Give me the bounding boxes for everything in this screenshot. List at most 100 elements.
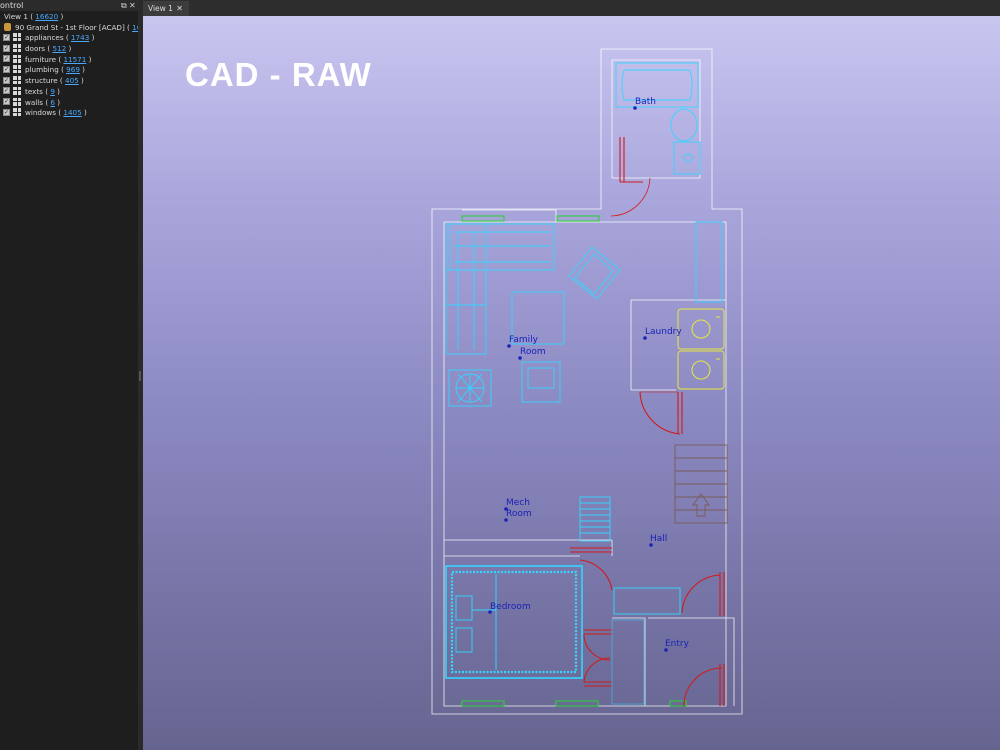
bathtub — [615, 62, 699, 108]
layer-label: windows — [25, 108, 57, 118]
chair — [521, 361, 561, 403]
layer-row-windows[interactable]: ✓windows ( 1405 ) — [3, 108, 87, 118]
layer-checkbox[interactable]: ✓ — [3, 98, 10, 105]
bed-frame — [445, 565, 583, 679]
toilet — [670, 108, 698, 142]
layer-icon — [13, 76, 21, 85]
plant-table — [448, 369, 492, 407]
count-link[interactable]: 512 — [52, 44, 67, 54]
layer-icon — [13, 108, 21, 117]
room-label-bath: Bath — [635, 97, 656, 107]
room-label-mech-2: Room — [506, 509, 532, 519]
room-label-hall: Hall — [650, 534, 668, 544]
layer-row-plumbing[interactable]: ✓plumbing ( 969 ) — [3, 65, 85, 75]
layer-label: walls — [25, 97, 44, 107]
room-label-family-1: Family — [509, 335, 538, 345]
stair-treads — [675, 457, 727, 511]
count-link[interactable]: 6 — [50, 97, 55, 107]
layer-row-texts[interactable]: ✓texts ( 9 ) — [3, 86, 60, 96]
close-tab-icon[interactable]: ✕ — [176, 4, 183, 13]
dryer — [677, 350, 725, 390]
room-label-bedroom: Bedroom — [490, 602, 531, 612]
splitter-grip[interactable] — [139, 371, 141, 381]
count-link[interactable]: 969 — [66, 65, 80, 75]
tree-item-label: View 1 — [4, 12, 28, 21]
layer-row-walls[interactable]: ✓walls ( 6 ) — [3, 97, 61, 107]
cabinet — [695, 221, 723, 303]
entry-wall — [444, 555, 735, 706]
pillow — [455, 595, 473, 621]
layer-row-structure[interactable]: ✓structure ( 405 ) — [3, 76, 84, 86]
pillow — [455, 627, 473, 653]
layer-row-doors[interactable]: ✓doors ( 512 ) — [3, 44, 72, 54]
count-link[interactable]: 1743 — [70, 33, 90, 43]
layer-row-appliances[interactable]: ✓appliances ( 1743 ) — [3, 33, 95, 43]
top-wall-detail — [462, 209, 557, 222]
panel-title: ontrol — [0, 1, 24, 10]
room-label-family-2: Room — [520, 347, 546, 357]
doors-layer — [570, 137, 725, 707]
panel-splitter[interactable] — [138, 0, 143, 750]
armchair — [568, 246, 621, 300]
layer-row-furniture[interactable]: ✓furniture ( 11571 ) — [3, 54, 92, 64]
tab-bar: View 1 ✕ — [143, 0, 1000, 16]
count-link[interactable]: 9 — [50, 86, 55, 96]
layer-checkbox[interactable]: ✓ — [3, 87, 10, 95]
layer-checkbox[interactable]: ✓ — [3, 55, 10, 63]
layer-label: texts — [25, 86, 43, 96]
layer-checkbox[interactable]: ✓ — [3, 76, 10, 84]
layer-icon — [13, 33, 21, 42]
room-label-laundry: Laundry — [645, 327, 682, 337]
windows-layer — [461, 215, 687, 707]
layer-icon — [13, 65, 21, 74]
count-link[interactable]: 405 — [65, 76, 79, 86]
layer-icon — [13, 86, 21, 95]
panel-header: ontrol ⧉ ✕ — [0, 0, 138, 11]
inner-wall — [443, 221, 727, 707]
floor-plan-drawing — [431, 48, 743, 715]
count-link[interactable]: 16620 — [35, 12, 59, 21]
sofa-back — [449, 223, 555, 271]
layer-icon — [13, 44, 21, 53]
layer-checkbox[interactable]: ✓ — [3, 44, 10, 52]
appliances-layer — [677, 308, 725, 390]
console-table — [613, 587, 681, 615]
count-link[interactable]: 11571 — [63, 54, 87, 64]
close-panel-icon[interactable]: ✕ — [129, 1, 136, 10]
bath-wall — [611, 59, 701, 179]
count-link[interactable]: 1405 — [63, 108, 82, 118]
database-icon — [4, 22, 11, 31]
tree-item-view[interactable]: View 1 ( 16620 ) — [4, 12, 64, 21]
room-label-mech-1: Mech — [506, 498, 530, 508]
layer-label: appliances — [25, 33, 64, 43]
radiator — [579, 496, 611, 542]
layer-label: furniture — [25, 54, 57, 64]
walls-layer — [431, 48, 743, 715]
layer-label: structure — [25, 76, 58, 86]
layer-label: plumbing — [25, 65, 59, 75]
layer-checkbox[interactable]: ✓ — [3, 108, 10, 116]
room-label-entry: Entry — [665, 639, 689, 649]
view-title: CAD - RAW — [185, 56, 372, 93]
3d-viewport[interactable]: CAD - RAW — [143, 16, 1000, 750]
sofa-side — [445, 223, 487, 355]
outer-wall — [431, 48, 743, 715]
layer-checkbox[interactable]: ✓ — [3, 65, 10, 73]
tab-view-1[interactable]: View 1 ✕ — [143, 1, 189, 16]
furniture-layer — [445, 62, 723, 705]
tab-label: View 1 — [148, 4, 173, 13]
scene-control-panel: ontrol ⧉ ✕ View 1 ( 16620 ) 90 Grand St … — [0, 0, 155, 750]
layer-icon — [13, 97, 21, 106]
tree-item-label: 90 Grand St - 1st Floor [ACAD] — [15, 22, 125, 32]
sink — [673, 141, 701, 175]
structure-layer — [674, 444, 728, 524]
tree-item-source[interactable]: 90 Grand St - 1st Floor [ACAD] ( 16620 — [0, 22, 155, 34]
washer — [677, 308, 725, 350]
layer-label: doors — [25, 44, 46, 54]
layer-checkbox[interactable]: ✓ — [3, 33, 10, 41]
laundry-wall — [630, 299, 726, 391]
room-anchor-dots — [488, 106, 668, 652]
coffee-table — [511, 291, 565, 345]
stair-arrow — [692, 493, 710, 517]
float-panel-icon[interactable]: ⧉ — [121, 1, 127, 10]
